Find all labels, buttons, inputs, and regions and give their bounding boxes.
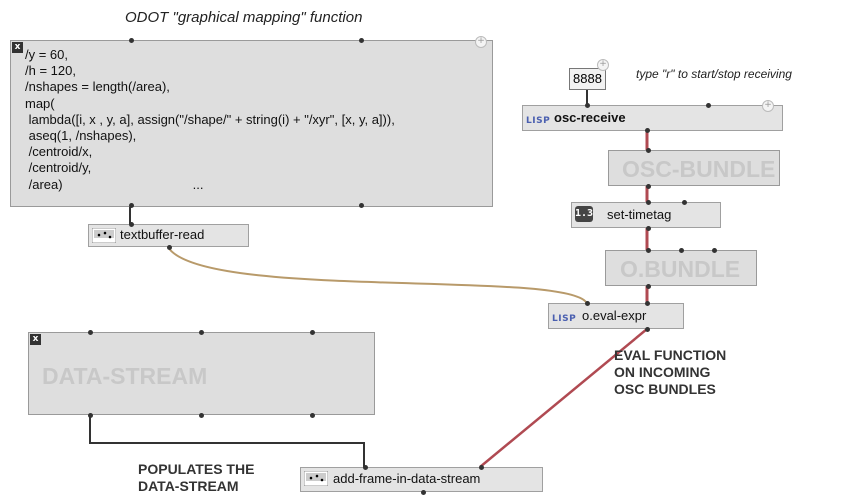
score-icon (304, 471, 328, 486)
inlet[interactable] (479, 465, 484, 470)
outlet[interactable] (310, 413, 315, 418)
inlet[interactable] (585, 103, 590, 108)
textbuffer-read-box[interactable]: textbuffer-read (88, 222, 249, 250)
wire-textbuffer-to-eval (167, 246, 587, 303)
add-inlet-icon[interactable]: + (475, 36, 487, 48)
code-line: map( (25, 95, 55, 111)
osc-hint: type "r" to start/stop receiving (636, 67, 792, 81)
set-timetag-label: set-timetag (607, 207, 672, 222)
wire-datastream-to-addframe (89, 415, 365, 467)
osc-bundle-label: OSC-BUNDLE (622, 156, 776, 182)
textbuffer-read-label: textbuffer-read (120, 227, 205, 242)
data-stream-box[interactable]: x DATA-STREAM (28, 330, 375, 418)
add-frame-box[interactable]: add-frame-in-data-stream (300, 465, 543, 495)
page-title: ODOT "graphical mapping" function (125, 9, 363, 26)
inlet[interactable] (712, 248, 717, 253)
code-line: /y = 60, (25, 47, 68, 62)
wire-eval-to-addframe (479, 328, 648, 468)
code-box[interactable]: x + /y = 60, /h = 120, /nshapes = length… (10, 36, 493, 208)
o-eval-expr-box[interactable]: LISP o.eval-expr (548, 301, 684, 332)
inlet[interactable] (645, 301, 650, 306)
outlet[interactable] (167, 245, 172, 250)
code-line: /centroid/x, (28, 144, 93, 160)
inlet[interactable] (129, 222, 134, 227)
code-line: /centroid/y, (28, 160, 92, 176)
inlet[interactable] (646, 200, 651, 205)
outlet[interactable] (646, 184, 651, 189)
inlet[interactable] (359, 38, 364, 43)
code-text[interactable]: /y = 60, /h = 120, /nshapes = length(/ar… (25, 47, 395, 193)
score-icon (92, 228, 116, 243)
data-stream-label: DATA-STREAM (42, 363, 208, 389)
outlet[interactable] (199, 413, 204, 418)
inlet[interactable] (310, 330, 315, 335)
add-frame-label: add-frame-in-data-stream (333, 471, 481, 486)
osc-bundle-box[interactable]: OSC-BUNDLE (608, 148, 780, 189)
code-line: /nshapes = length(/area), (25, 79, 170, 95)
outlet[interactable] (646, 226, 651, 231)
inlet[interactable] (363, 465, 368, 470)
set-timetag-box[interactable]: 1.3 set-timetag (571, 200, 721, 231)
lisp-tag: LISP (526, 116, 551, 126)
lisp-tag: LISP (552, 314, 577, 324)
outlet[interactable] (646, 284, 651, 289)
code-line: lambda([i, x , y, a], assign("/shape/" +… (28, 111, 395, 127)
outlet[interactable] (129, 203, 134, 208)
add-inlet-icon[interactable]: + (597, 59, 609, 71)
o-eval-expr-label: o.eval-expr (582, 308, 647, 323)
eval-function-note: EVAL FUNCTION ON INCOMING OSC BUNDLES (614, 347, 727, 397)
timetag-icon: 1.3 (575, 206, 593, 222)
close-button[interactable]: x (12, 42, 23, 53)
inlet[interactable] (646, 248, 651, 253)
populates-note: POPULATES THE DATA-STREAM (138, 461, 255, 494)
inlet[interactable] (585, 301, 590, 306)
code-line: aseq(1, /nshapes), (28, 128, 137, 144)
close-button[interactable]: x (30, 334, 41, 345)
code-line: /area) ... (25, 176, 204, 192)
inlet[interactable] (199, 330, 204, 335)
inlet[interactable] (706, 103, 711, 108)
inlet[interactable] (679, 248, 684, 253)
o-bundle-label: O.BUNDLE (620, 256, 741, 282)
outlet[interactable] (645, 128, 650, 133)
inlet[interactable] (88, 330, 93, 335)
outlet[interactable] (359, 203, 364, 208)
outlet[interactable] (645, 327, 650, 332)
add-inlet-icon[interactable]: + (762, 100, 774, 112)
osc-receive-box[interactable]: LISP osc-receive + (522, 100, 783, 133)
code-line: /h = 120, (25, 63, 76, 79)
outlet[interactable] (421, 490, 426, 495)
o-bundle-box[interactable]: O.BUNDLE (605, 248, 757, 289)
osc-port-input[interactable]: 8888 (569, 68, 606, 90)
outlet[interactable] (88, 413, 93, 418)
inlet[interactable] (682, 200, 687, 205)
inlet[interactable] (646, 148, 651, 153)
osc-receive-label: osc-receive (554, 110, 626, 125)
inlet[interactable] (129, 38, 134, 43)
